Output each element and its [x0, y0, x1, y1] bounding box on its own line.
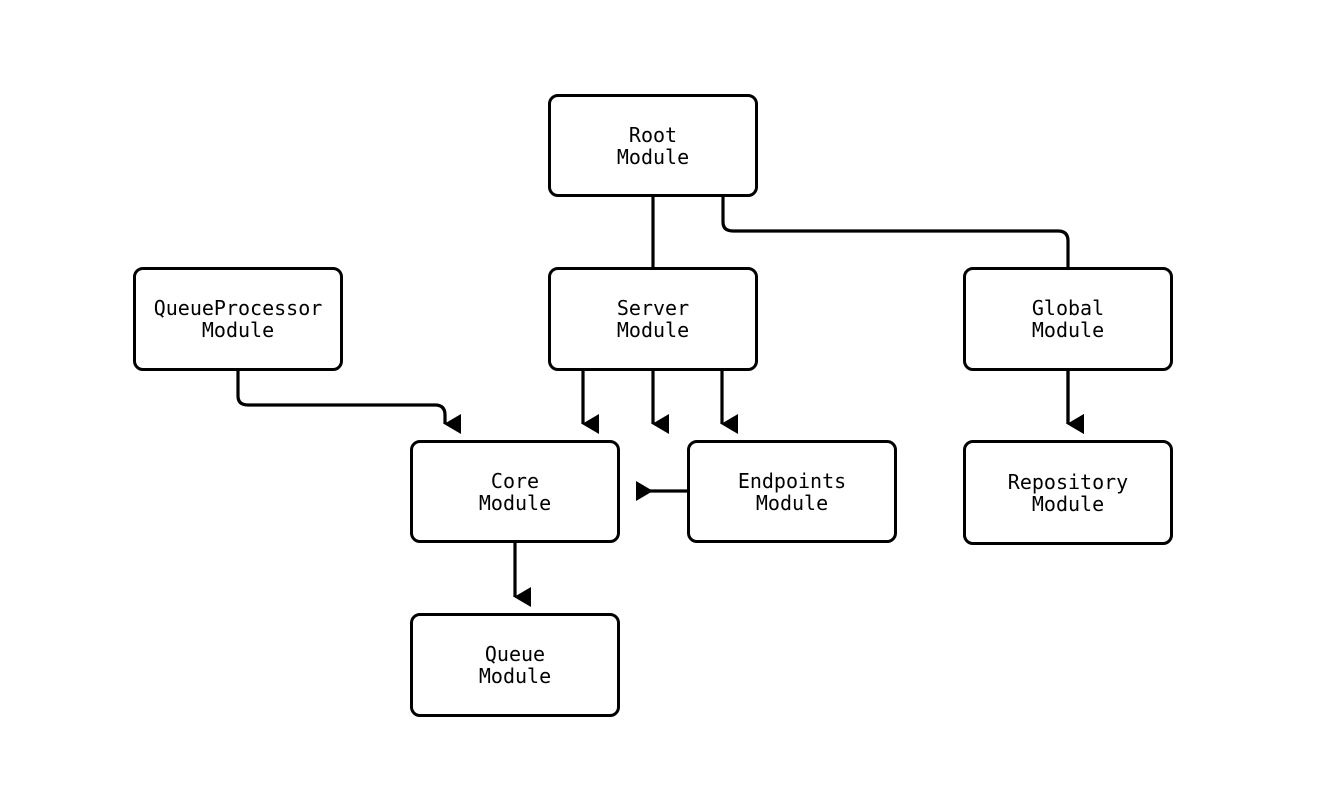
node-endpoints-module-label-line2: Module	[755, 490, 829, 515]
node-queueprocessor-module-label-line2: Module	[201, 318, 275, 342]
node-server-module-label-line2: Module	[616, 318, 690, 342]
node-global-module[interactable]: Global Module	[963, 267, 1173, 371]
node-root-module[interactable]: Root Module	[548, 94, 758, 197]
node-repository-module[interactable]: Repository Module	[963, 440, 1173, 545]
node-queue-module[interactable]: Queue Module	[410, 613, 620, 717]
node-root-module-label-line1: Root	[628, 122, 678, 147]
node-endpoints-module-label-line1: Endpoints	[737, 468, 847, 493]
node-repository-module-label-line1: Repository	[1007, 469, 1129, 494]
node-endpoints-module[interactable]: Endpoints Module	[687, 440, 897, 543]
node-root-module-label-line2: Module	[616, 144, 690, 169]
node-core-module-label-line1: Core	[490, 468, 540, 493]
node-queueprocessor-module-label-line1: QueueProcessor	[153, 296, 323, 320]
edge-queueprocessor-to-core	[236, 371, 461, 434]
node-queueprocessor-module[interactable]: QueueProcessor Module	[133, 267, 343, 371]
node-global-module-label-line1: Global	[1031, 296, 1105, 320]
node-core-module[interactable]: Core Module	[410, 440, 620, 543]
node-queue-module-label-line2: Module	[478, 664, 552, 688]
node-queue-module-label-line1: Queue	[484, 642, 546, 666]
node-server-module-label-line1: Server	[616, 296, 690, 320]
node-global-module-label-line2: Module	[1031, 318, 1105, 342]
node-server-module[interactable]: Server Module	[548, 267, 758, 371]
node-core-module-label-line2: Module	[478, 490, 552, 515]
node-repository-module-label-line2: Module	[1031, 491, 1105, 516]
